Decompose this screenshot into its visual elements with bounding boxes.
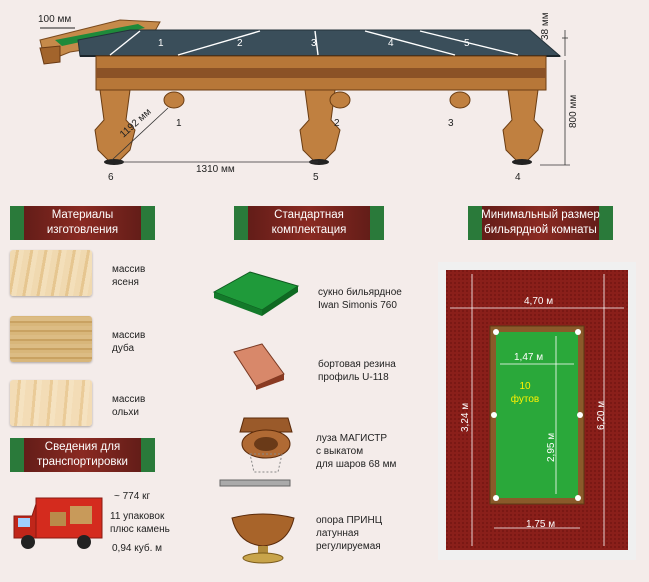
ash-wood-sample [10, 250, 92, 296]
support-label: опора ПРИНЦ латунная регулируемая [316, 515, 383, 552]
table-width-bottom-label: 1,75 м [526, 519, 556, 530]
cushion-height-label: 38 мм [540, 12, 551, 40]
room-header: Минимальный размер бильярдной комнаты [468, 206, 613, 240]
leg-number-5: 5 [313, 172, 319, 183]
pocket-label: луза МАГИСТР с выкатом для шаров 68 мм [316, 433, 397, 470]
alder-wood-sample [10, 380, 92, 426]
oak-wood-label: массив дуба [112, 330, 146, 354]
leg-number-3: 3 [448, 118, 454, 129]
alder-wood-label: массив ольхи [112, 394, 146, 418]
pocket-number-4: 4 [388, 38, 394, 49]
rubber-label: бортовая резина профиль U-118 [318, 359, 396, 383]
table-size-label: 10 футов [510, 381, 540, 405]
pocket-number-1: 1 [158, 38, 164, 49]
cloth-label: сукно бильярдное Iwan Simonis 760 [318, 287, 402, 311]
table-width-top-label: 1,47 м [514, 352, 544, 363]
support-icon [231, 513, 295, 564]
table-length-label: 1310 мм [196, 164, 235, 175]
ash-wood-label: массив ясеня [112, 264, 146, 288]
delivery-truck-icon [13, 497, 103, 549]
leg-number-2: 2 [334, 118, 340, 129]
leg-number-1: 1 [176, 118, 182, 129]
pocket-icon [219, 417, 293, 487]
rail-width-label: 100 мм [38, 14, 72, 25]
leg-number-6: 6 [108, 172, 114, 183]
table-illustration [39, 19, 570, 166]
kit-header: Стандартная комплектация [234, 206, 384, 240]
volume-label: 0,94 куб. м [112, 543, 162, 554]
weight-label: ~ 774 кг [114, 491, 151, 502]
room-length-label: 6,20 м [596, 400, 607, 430]
packages-label: 11 упаковок плюс камень [110, 511, 170, 535]
leg-number-4: 4 [515, 172, 521, 183]
total-height-label: 800 мм [568, 94, 579, 128]
oak-wood-sample [10, 316, 92, 362]
table-length-label-room: 2,95 м [546, 432, 557, 462]
pocket-number-3: 3 [311, 38, 317, 49]
rubber-profile-icon [233, 343, 285, 390]
cloth-icon [212, 271, 300, 316]
materials-header: Материалы изготовления [10, 206, 155, 240]
room-plan [438, 262, 636, 560]
pocket-number-5: 5 [464, 38, 470, 49]
transport-header: Сведения для транспортировки [10, 438, 155, 472]
room-width-label: 4,70 м [524, 296, 554, 307]
side-clearance-label: 3,24 м [460, 402, 471, 432]
pocket-number-2: 2 [237, 38, 243, 49]
